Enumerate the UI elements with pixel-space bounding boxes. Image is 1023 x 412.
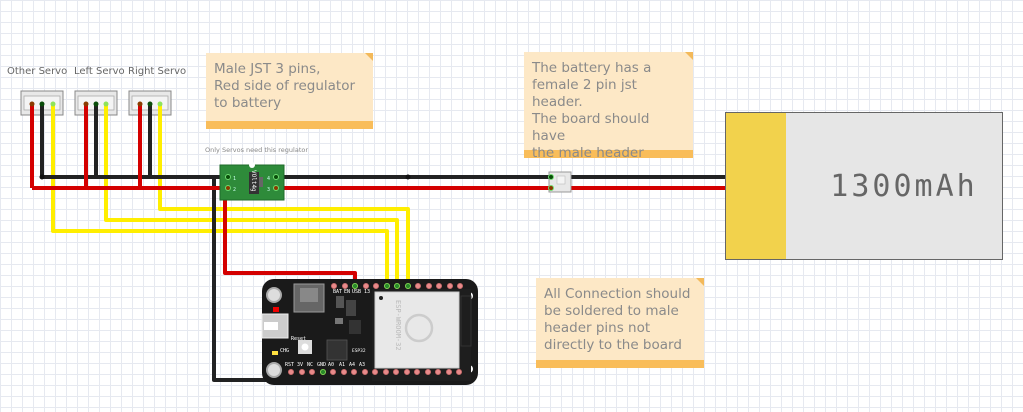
esp32-feather-board[interactable]: ESP-WROOM-32 <box>261 279 478 385</box>
header-pin[interactable] <box>298 368 305 375</box>
wire-yellow-left <box>104 104 399 285</box>
header-pin[interactable] <box>371 368 378 375</box>
header-pin[interactable] <box>403 368 410 375</box>
header-pin[interactable] <box>319 368 326 375</box>
pin-label-a1: A1 <box>339 362 345 368</box>
header-pin[interactable] <box>362 282 369 289</box>
servo-label-other: Other Servo <box>7 66 68 77</box>
regulator-pin-4: 4 <box>267 176 270 182</box>
voltage-regulator[interactable]: 1 2 4 3 VOlt4g <box>219 162 285 201</box>
pin-label-gnd: GND <box>317 362 326 368</box>
header-pin[interactable] <box>413 368 420 375</box>
header-pin[interactable] <box>392 368 399 375</box>
lipo-battery[interactable]: 1300mAh <box>725 112 1003 260</box>
esp32-chip-label: ESP32 <box>352 348 366 354</box>
header-pin[interactable] <box>341 282 348 289</box>
pin-label-3v: 3V <box>297 362 303 368</box>
regulator-pin-1: 1 <box>233 176 236 182</box>
header-pin[interactable] <box>329 368 336 375</box>
header-pin[interactable] <box>434 368 441 375</box>
pin-label-bat: BAT <box>333 289 342 295</box>
header-pin[interactable] <box>425 282 432 289</box>
wire-yellow-right <box>158 104 410 285</box>
note-fold-corner <box>696 278 704 286</box>
header-pin[interactable] <box>340 368 347 375</box>
note-battery[interactable]: The battery has a female 2 pin jst heade… <box>524 52 693 161</box>
note-fold-corner <box>365 53 373 61</box>
header-pin[interactable] <box>308 368 315 375</box>
header-pin[interactable] <box>435 282 442 289</box>
pin-label-rst: RST <box>285 362 294 368</box>
battery-terminal-cap <box>726 113 786 259</box>
header-pin[interactable] <box>350 368 357 375</box>
regulator-pin-2: 2 <box>233 187 236 193</box>
battery-jst-connector[interactable] <box>548 171 572 193</box>
regulator-chip-label: VOlt4g <box>250 170 257 192</box>
header-pin[interactable] <box>424 368 431 375</box>
battery-capacity-label: 1300mAh <box>830 168 978 204</box>
note-regulator[interactable]: Male JST 3 pins, Red side of regulator t… <box>206 53 373 129</box>
wire-yellow-other <box>51 104 389 285</box>
note-battery-text: The battery has a female 2 pin jst heade… <box>532 60 652 161</box>
servo-label-right: Right Servo <box>128 66 187 77</box>
regulator-caption: Only Servos need this regulator <box>205 146 309 154</box>
esp-module-label: ESP-WROOM-32 <box>394 300 402 351</box>
pin-label-en: EN <box>344 289 350 295</box>
pin-label-a0: A0 <box>328 362 334 368</box>
board-top-header <box>330 282 463 289</box>
signal-wires <box>51 104 410 285</box>
board-bottom-header <box>287 368 462 375</box>
pin-label-a4: A4 <box>349 362 355 368</box>
header-pin[interactable] <box>383 282 390 289</box>
header-pin[interactable] <box>372 282 379 289</box>
wire-junction <box>405 174 411 180</box>
pin-label-nc: NC <box>307 362 313 368</box>
pin-label-13: 13 <box>364 289 370 295</box>
chg-led-label: CHG <box>280 348 289 354</box>
note-solder[interactable]: All Connection should be soldered to mal… <box>536 278 704 368</box>
header-pin[interactable] <box>404 282 411 289</box>
header-pin[interactable] <box>351 282 358 289</box>
note-solder-text: All Connection should be soldered to mal… <box>544 286 691 353</box>
header-pin[interactable] <box>446 282 453 289</box>
servo-label-left: Left Servo <box>74 66 125 77</box>
header-pin[interactable] <box>445 368 452 375</box>
note-fold-corner <box>685 52 693 60</box>
header-pin[interactable] <box>456 282 463 289</box>
header-pin[interactable] <box>382 368 389 375</box>
reset-button-label: Reset <box>291 336 306 342</box>
header-pin[interactable] <box>455 368 462 375</box>
header-pin[interactable] <box>287 368 294 375</box>
note-regulator-text: Male JST 3 pins, Red side of regulator t… <box>214 61 356 111</box>
pin-label-a3: A3 <box>359 362 365 368</box>
header-pin[interactable] <box>414 282 421 289</box>
header-pin[interactable] <box>393 282 400 289</box>
header-pin[interactable] <box>330 282 337 289</box>
pin-label-usb: USB <box>352 289 361 295</box>
regulator-pin-3: 3 <box>267 187 270 193</box>
wire-red-board <box>223 188 357 285</box>
header-pin[interactable] <box>361 368 368 375</box>
